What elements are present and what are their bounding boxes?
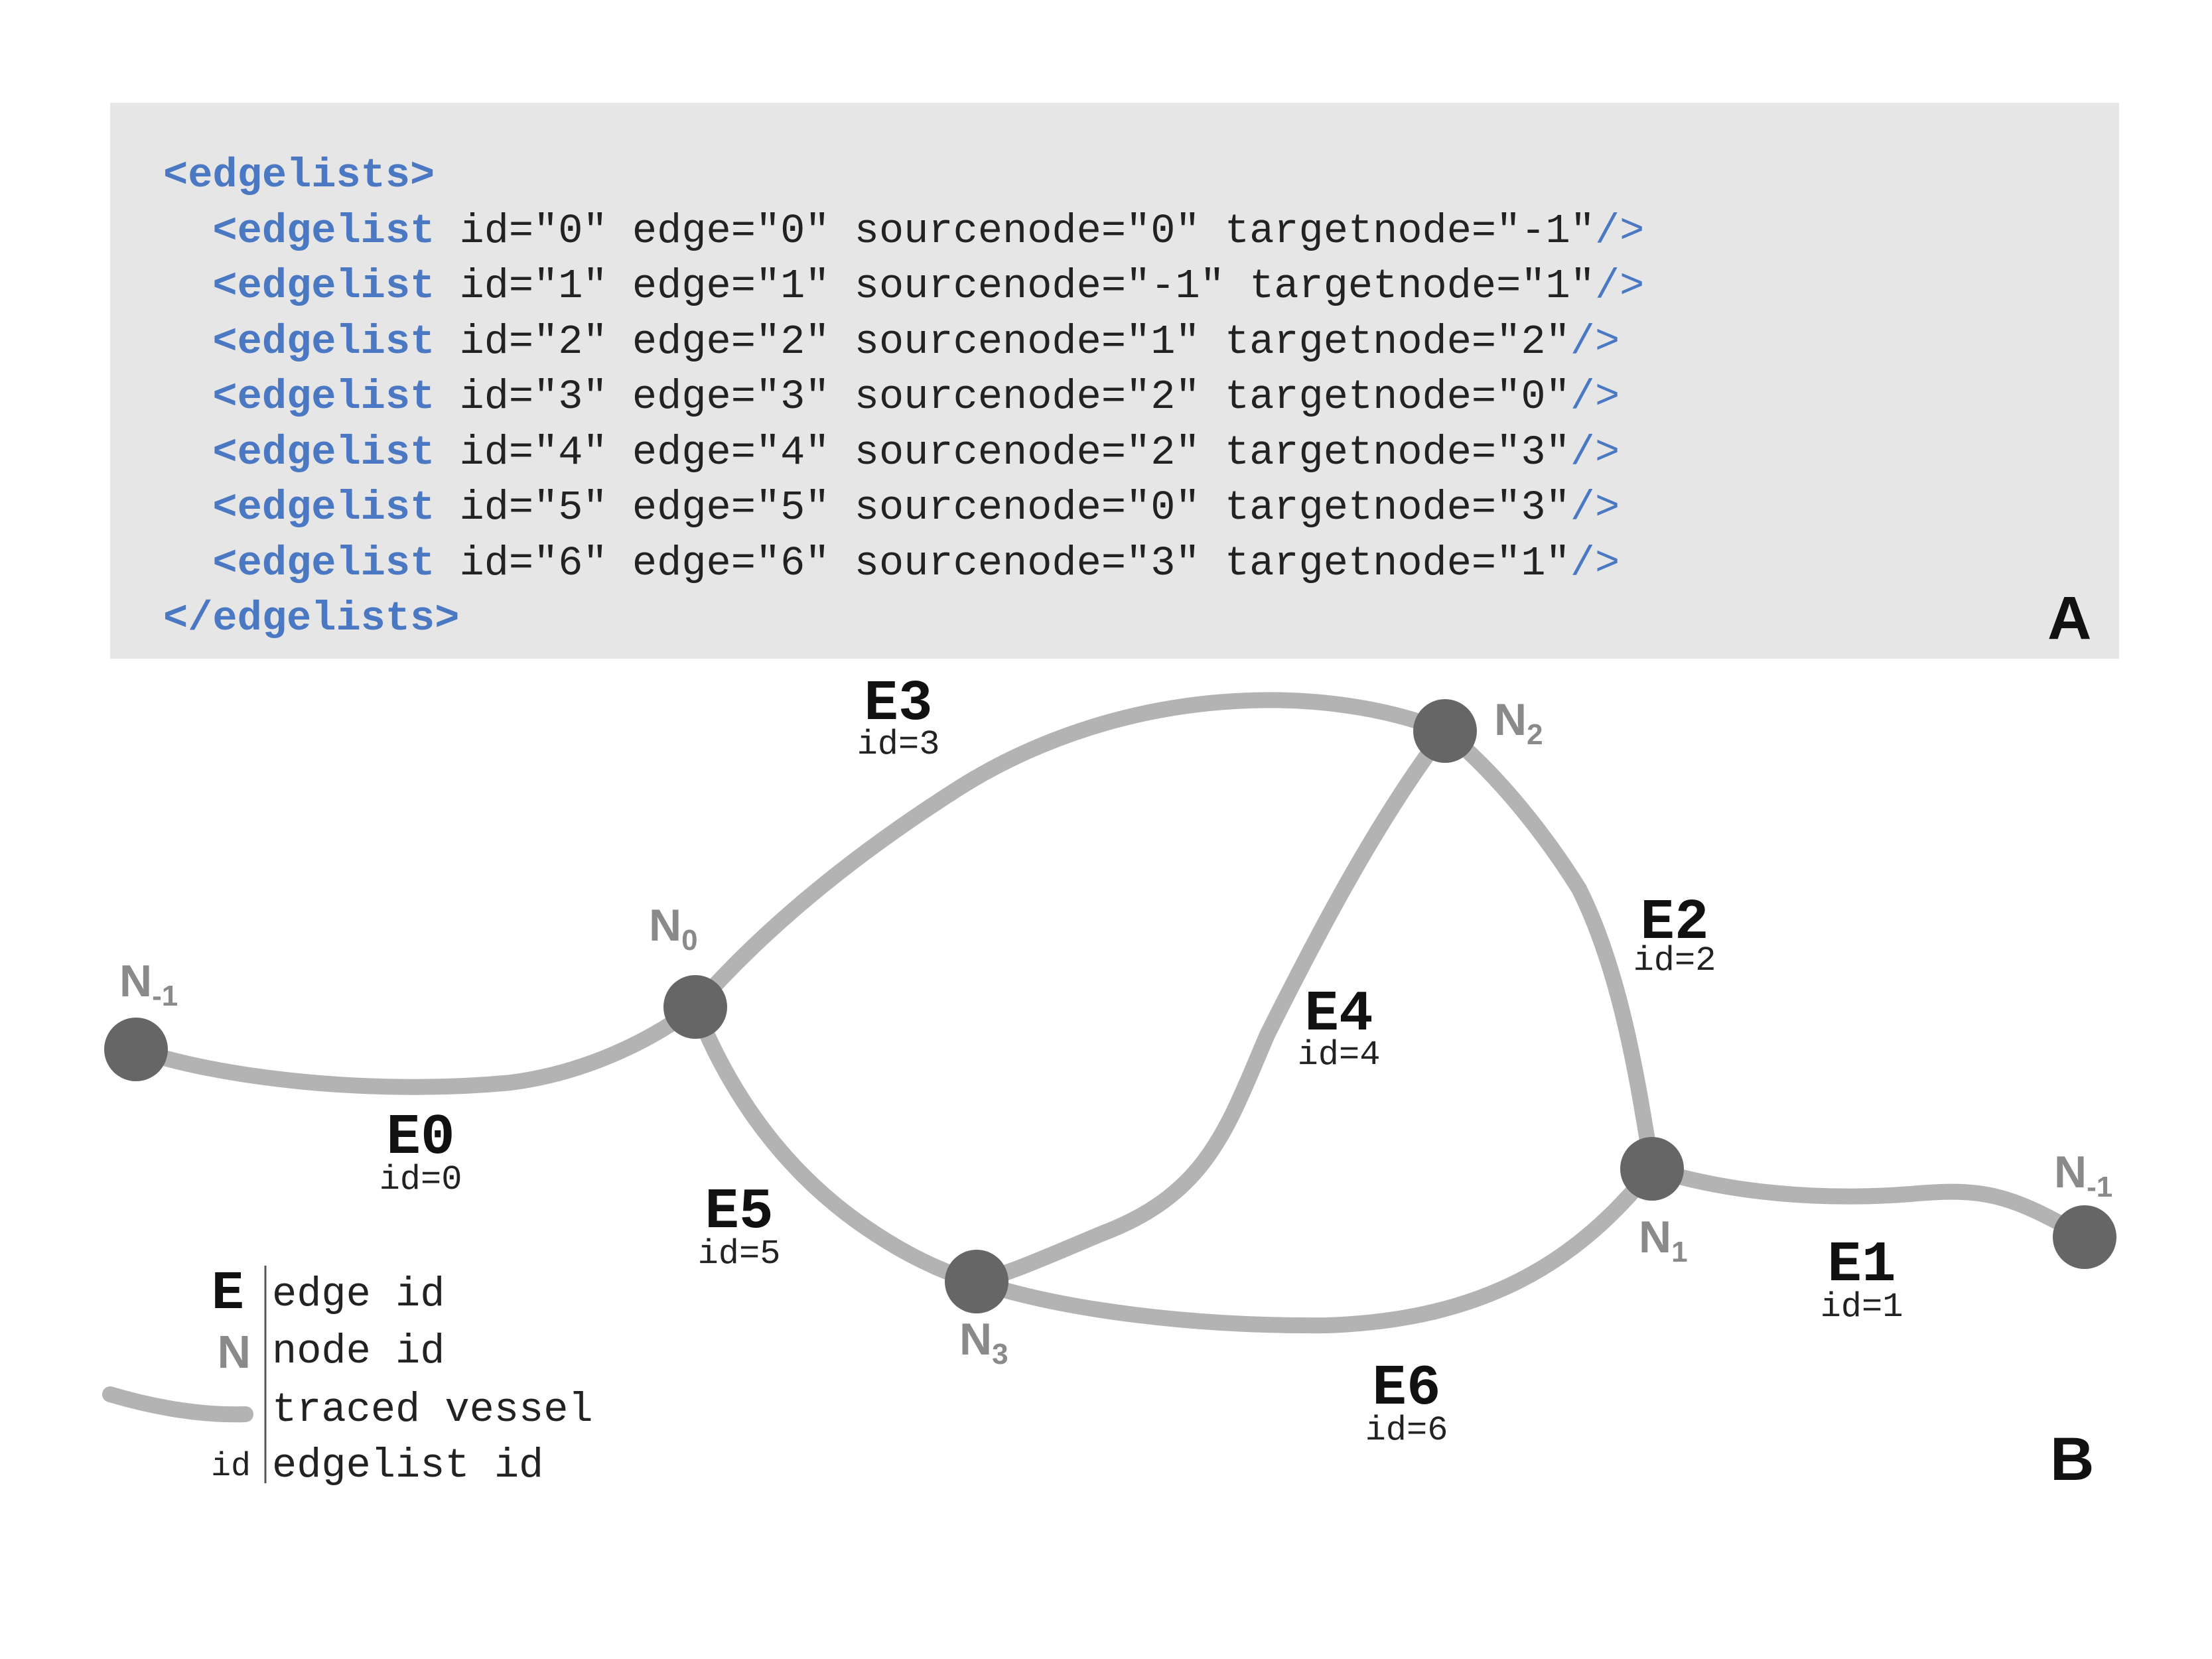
vessel-e3 (687, 692, 1453, 1015)
edgelist-close-3: /> (1570, 373, 1620, 421)
node-n1 (1620, 1137, 1684, 1201)
edgelist-attrs-6: id="6" edge="6" sourcenode="3" targetnod… (435, 539, 1570, 587)
edgelist-attrs-3: id="3" edge="3" sourcenode="2" targetnod… (435, 373, 1570, 421)
legend-text-node: node id (272, 1328, 445, 1375)
node-n-minus-1-right (2053, 1205, 2116, 1269)
edge-label-e6: E6 (1372, 1356, 1440, 1421)
edge-id-e3: id=3 (857, 725, 940, 764)
nodes (104, 699, 2116, 1313)
edgelist-tag-1: <edgelist (212, 263, 435, 310)
edgelist-tag-0: <edgelist (212, 207, 435, 255)
edgelist-attrs-5: id="5" edge="5" sourcenode="0" targetnod… (435, 484, 1570, 531)
vessel-e4 (969, 723, 1453, 1290)
legend-text-vessel: traced vessel (272, 1386, 593, 1433)
legend-key-id: id (211, 1448, 251, 1486)
legend-key-edge: E (212, 1263, 244, 1325)
edgelist-close-5: /> (1570, 484, 1620, 531)
edgelist-attrs-2: id="2" edge="2" sourcenode="1" targetnod… (435, 318, 1570, 365)
edge-label-e4: E4 (1304, 982, 1373, 1047)
edgelist-close-2: /> (1570, 318, 1620, 365)
edge-id-e0: id=0 (380, 1160, 462, 1199)
edgelist-attrs-0: id="0" edge="0" sourcenode="0" targetnod… (435, 207, 1595, 255)
edgelist-close-6: /> (1570, 539, 1620, 587)
code-panel: <edgelists> <edgelist id="0" edge="0" so… (110, 103, 2119, 659)
edgelist-tag-3: <edgelist (212, 373, 435, 421)
edge-id-e6: id=6 (1365, 1411, 1448, 1450)
vessel-e6 (969, 1161, 1660, 1334)
edgelist-tag-4: <edgelist (212, 429, 435, 476)
vessel-e2 (1437, 723, 1660, 1177)
node-n2 (1413, 699, 1477, 763)
edgelist-tag-6: <edgelist (212, 539, 435, 587)
edge-label-e2: E2 (1640, 890, 1708, 955)
edgelist-tag-2: <edgelist (212, 318, 435, 365)
node-label-n-minus-1-left: N-1 (119, 956, 178, 1012)
vessel-e0 (128, 999, 703, 1095)
node-label-n0: N0 (649, 900, 698, 957)
node-n3 (945, 1250, 1008, 1313)
legend: E edge id N node id traced vessel id edg… (102, 1263, 593, 1489)
edge-id-e4: id=4 (1298, 1035, 1381, 1075)
open-tag: <edgelists> (163, 152, 435, 199)
legend-text-id: edgelist id (272, 1442, 543, 1489)
edgelist-tag-5: <edgelist (212, 484, 435, 531)
edgelist-xml-code: <edgelists> <edgelist id="0" edge="0" so… (163, 148, 1644, 647)
node-label-n2: N2 (1494, 695, 1543, 751)
edgelist-attrs-4: id="4" edge="4" sourcenode="2" targetnod… (435, 429, 1570, 476)
legend-text-edge: edge id (272, 1271, 445, 1318)
node-label-n3: N3 (959, 1314, 1008, 1370)
node-n0 (663, 975, 727, 1039)
panel-letter-a: A (2047, 584, 2092, 652)
edge-label-e1: E1 (1827, 1232, 1896, 1297)
node-label-n1: N1 (1639, 1212, 1688, 1268)
panel-letter-b: B (2050, 1426, 2095, 1493)
edge-label-e5: E5 (705, 1179, 773, 1244)
edge-id-e2: id=2 (1633, 941, 1716, 980)
node-label-n-minus-1-right: N-1 (2054, 1147, 2112, 1203)
edgelist-close-1: /> (1594, 263, 1645, 310)
vessel-edges (128, 692, 2093, 1334)
edge-label-e3: E3 (864, 671, 932, 736)
edge-id-e1: id=1 (1821, 1288, 1903, 1327)
legend-key-node: N (217, 1326, 251, 1378)
edgelist-close-0: /> (1594, 207, 1645, 255)
edgelist-close-4: /> (1570, 429, 1620, 476)
edge-label-e0: E0 (386, 1105, 454, 1170)
edge-id-e5: id=5 (698, 1234, 781, 1274)
vessel-e1 (1644, 1161, 2093, 1245)
vessel-e5 (687, 999, 985, 1290)
edgelist-attrs-1: id="1" edge="1" sourcenode="-1" targetno… (435, 263, 1595, 310)
close-tag: </edgelists> (163, 595, 460, 642)
legend-vessel-swatch (102, 1386, 253, 1423)
node-n-minus-1-left (104, 1018, 168, 1081)
